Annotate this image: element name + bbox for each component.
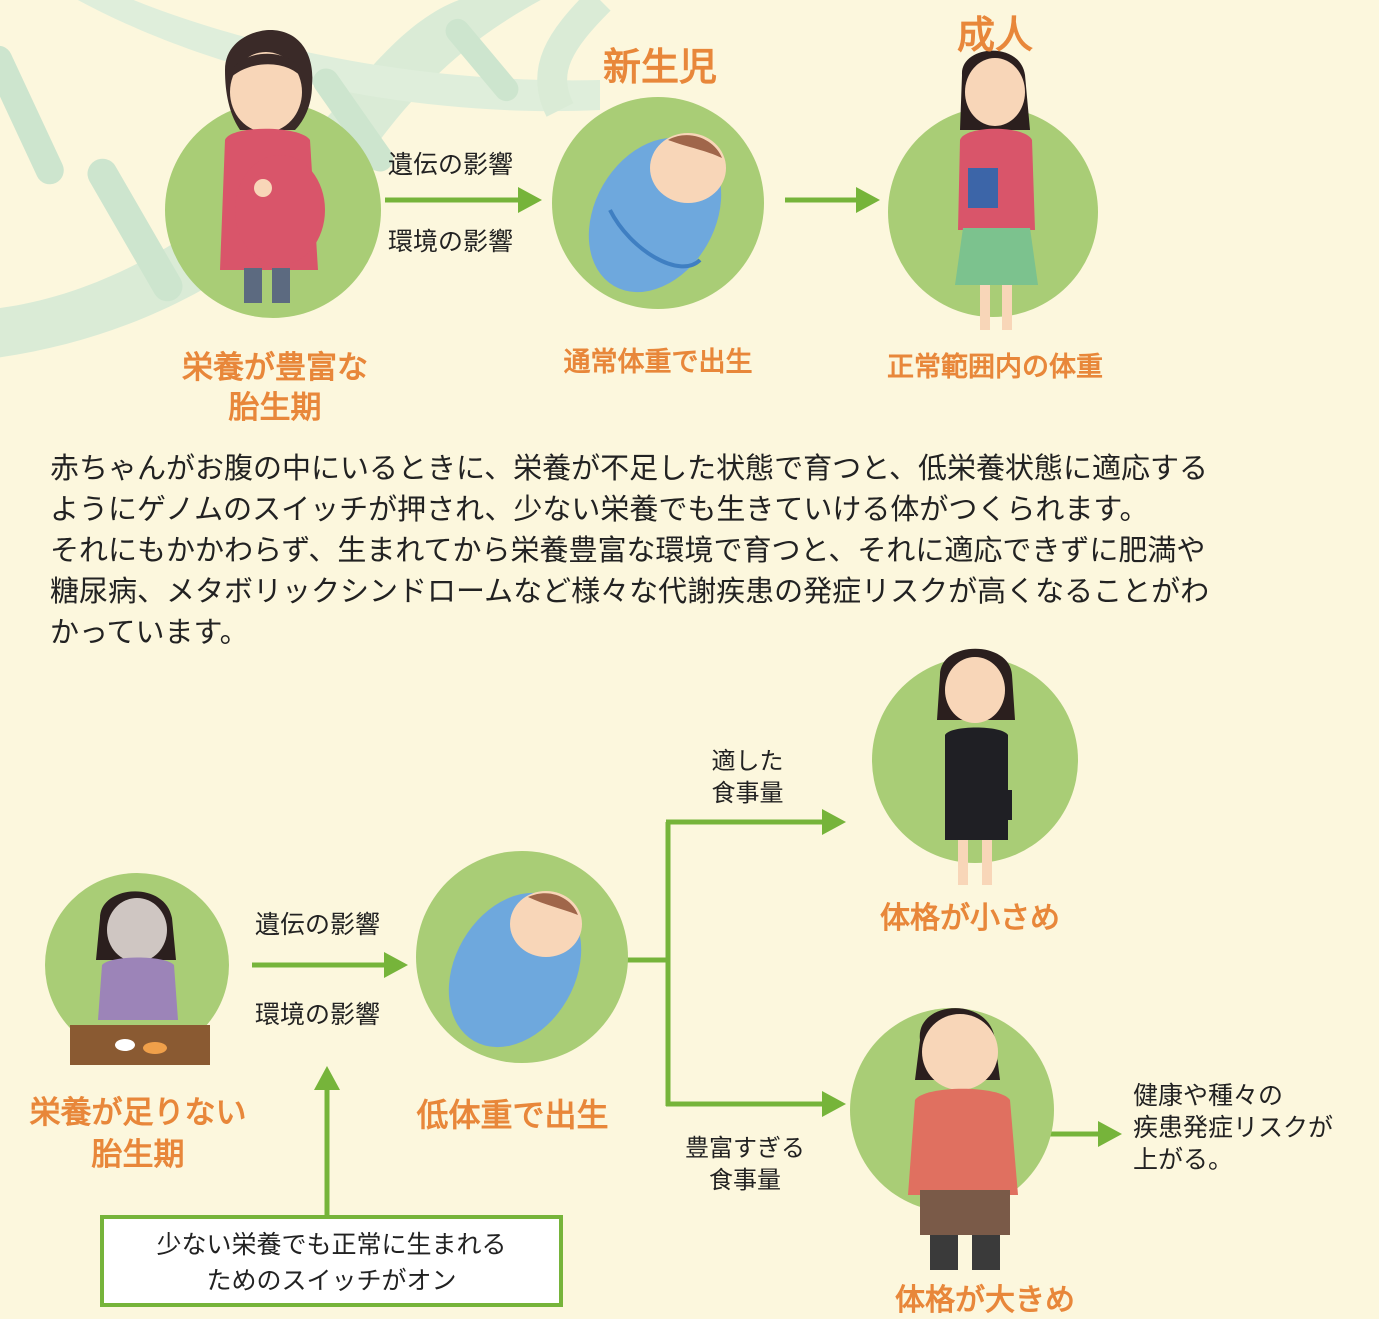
switch-arrow-up — [314, 1066, 340, 1215]
pregnant-woman-illustration — [220, 30, 325, 303]
overweight-woman-illustration — [908, 1008, 1018, 1270]
baby-illustration-bottom — [448, 891, 582, 1048]
excessive-diet-label: 豊富すぎる 食事量 — [675, 1132, 815, 1196]
large-build-label: 体格が大きめ — [895, 1283, 1075, 1318]
paragraph-line: それにもかかわらず、生まれてから栄養豊富な環境で育つと、それに適応できずに肥満や — [50, 533, 1206, 567]
risk-arrow — [1045, 1121, 1122, 1147]
low-birthweight-label: 低体重で出生 — [416, 1096, 609, 1134]
rich-prenatal-line1: 栄養が豊富な — [182, 350, 368, 386]
top-environment-label: 環境の影響 — [388, 227, 514, 256]
explanation-paragraph: 赤ちゃんがお腹の中にいるときに、栄養が不足した状態で育つと、低栄養状態に適応する… — [50, 448, 1340, 653]
paragraph-line: 糖尿病、メタボリックシンドロームなど様々な代謝疾患の発症リスクが高くなることがわ — [50, 574, 1210, 608]
top-genetic-label: 遺伝の影響 — [388, 150, 514, 179]
poor-prenatal-line2: 胎生期 — [91, 1137, 185, 1173]
top-arrow-mother-to-newborn — [385, 187, 542, 213]
business-woman-illustration — [937, 648, 1015, 885]
excessive-diet-line1: 豊富すぎる — [685, 1134, 805, 1162]
top-arrow-newborn-to-adult — [785, 187, 880, 213]
small-build-label: 体格が小さめ — [880, 901, 1060, 936]
paragraph-line: ようにゲノムのスイッチが押され、少ない栄養でも生きていける体がつくられます。 — [50, 492, 1149, 526]
paragraph-line: 赤ちゃんがお腹の中にいるときに、栄養が不足した状態で育つと、低栄養状態に適応する — [50, 451, 1208, 485]
newborn-title: 新生児 — [602, 45, 717, 89]
excessive-diet-line2: 食事量 — [709, 1166, 781, 1194]
suitable-diet-line2: 食事量 — [711, 779, 784, 807]
risk-line3: 上がる。 — [1133, 1145, 1234, 1174]
switch-line2: ためのスイッチがオン — [206, 1266, 457, 1295]
adult-woman-illustration — [955, 50, 1038, 330]
bottom-genetic-label: 遺伝の影響 — [255, 910, 381, 939]
rich-prenatal-label: 栄養が豊富な 胎生期 — [160, 348, 390, 428]
genome-switch-box: 少ない栄養でも正常に生まれる ためのスイッチがオン — [100, 1215, 563, 1307]
baby-illustration-top — [588, 133, 726, 293]
switch-line1: 少ない栄養でも正常に生まれる — [156, 1230, 507, 1259]
bottom-environment-label: 環境の影響 — [255, 1000, 381, 1029]
branch-arrows — [618, 809, 846, 1117]
suitable-diet-line1: 適した — [711, 747, 784, 775]
rich-prenatal-line2: 胎生期 — [228, 390, 322, 426]
poor-prenatal-line1: 栄養が足りない — [29, 1095, 247, 1131]
suitable-diet-label: 適した 食事量 — [690, 745, 805, 809]
paragraph-line: かっています。 — [50, 615, 249, 649]
normal-birth-label: 通常体重で出生 — [563, 347, 753, 378]
poor-prenatal-label: 栄養が足りない 胎生期 — [18, 1092, 258, 1176]
bottom-arrow-mother-to-newborn — [252, 952, 408, 978]
risk-line1: 健康や種々の — [1133, 1081, 1284, 1110]
adult-title: 成人 — [956, 13, 1033, 57]
risk-note: 健康や種々の 疾患発症リスクが 上がる。 — [1133, 1080, 1333, 1176]
risk-line2: 疾患発症リスクが — [1133, 1113, 1334, 1142]
normal-weight-label: 正常範囲内の体重 — [887, 352, 1103, 383]
undernourished-woman-illustration — [70, 891, 210, 1065]
